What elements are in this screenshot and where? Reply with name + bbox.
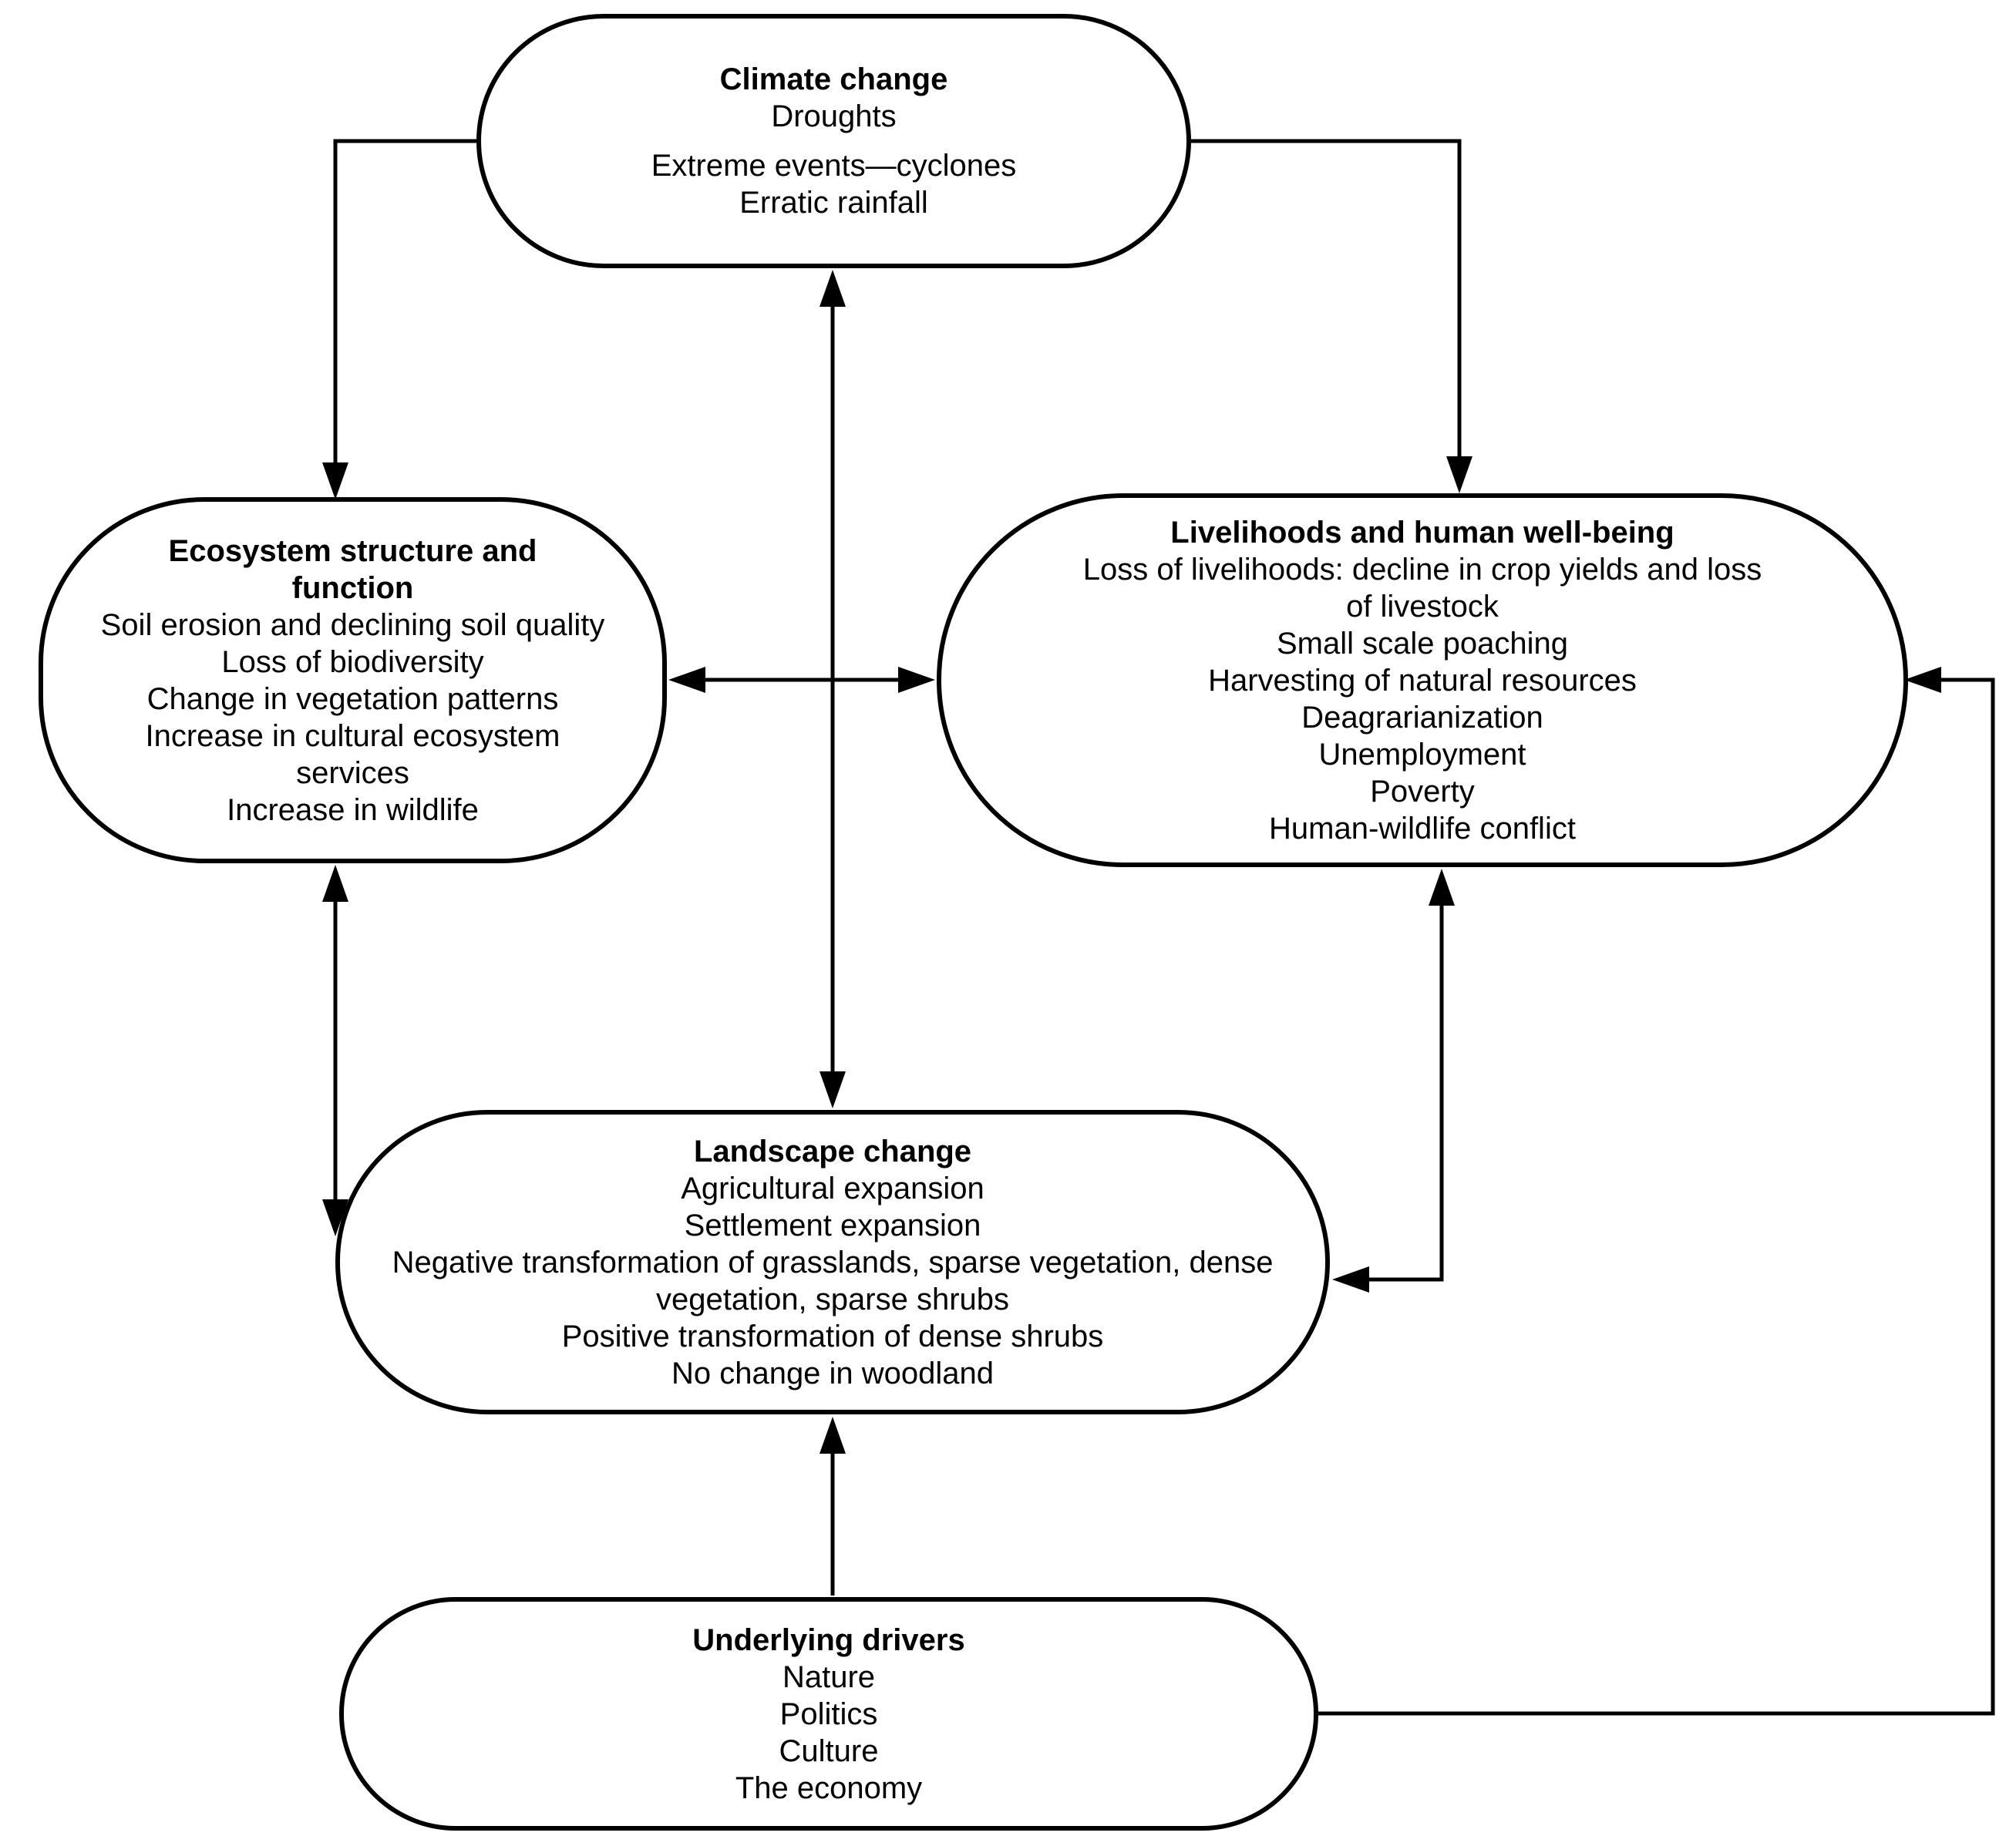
node-livelihoods-line: Small scale poaching [1277,626,1568,661]
arrowhead-up-icon [820,270,846,307]
node-livelihoods-line: Poverty [1370,774,1475,809]
node-livelihoods-title: Livelihoods and human well-being [1170,515,1674,550]
arrow-climate-to-ecosystem [322,139,476,499]
arrow-climate-landscape-bidirectional [820,270,846,1108]
node-landscape-line: Negative transformation of grasslands, s… [392,1245,1274,1316]
arrow-underlying-to-landscape [820,1417,846,1596]
node-landscape-change: Landscape change Agricultural expansion … [335,1110,1330,1414]
node-underlying-line: Politics [779,1696,878,1731]
arrowhead-down-icon [1446,456,1472,493]
node-underlying-line: The economy [735,1770,923,1805]
node-climate-change-line: Extreme events—cyclones [651,149,1017,183]
node-livelihoods-line: Loss of livelihoods: decline in crop yie… [1082,552,1762,624]
arrow-livelihoods-landscape-bidirectional [1332,869,1455,1293]
node-climate-change-title: Climate change [719,62,948,96]
node-underlying-title: Underlying drivers [692,1622,965,1657]
arrow-ecosystem-landscape-bidirectional [322,865,348,1236]
node-livelihoods-line: Unemployment [1318,737,1526,772]
arrowhead-up-icon [820,1417,846,1454]
node-ecosystem-structure-function: Ecosystem structure and function Soil er… [39,497,667,863]
node-underlying-drivers: Underlying drivers Nature Politics Cultu… [339,1597,1318,1831]
node-climate-change-line: Droughts [771,99,897,133]
node-ecosystem-line: Increase in cultural ecosystem services [145,718,560,790]
arrow-climate-to-ecosystem-line [333,139,476,464]
node-landscape-title: Landscape change [693,1134,972,1169]
node-livelihoods-line: Deagrarianization [1301,700,1543,735]
arrowhead-left-icon [1332,1266,1369,1293]
arrowhead-left-icon [668,667,705,693]
node-ecosystem-line: Loss of biodiversity [221,644,484,679]
node-landscape-line: Positive transformation of dense shrubs [561,1319,1104,1353]
arrowhead-down-icon [322,462,348,499]
arrow-ecosystem-livelihoods-bidirectional [668,667,935,693]
node-ecosystem-line: Soil erosion and declining soil quality [100,607,605,642]
arrowhead-up-icon [1429,869,1455,906]
arrowhead-down-icon [820,1071,846,1108]
node-climate-change-line: Erratic rainfall [739,186,928,220]
arrow-climate-to-livelihoods [1191,139,1472,493]
arrowhead-up-icon [322,865,348,902]
node-ecosystem-line: Change in vegetation patterns [146,681,559,716]
node-underlying-line: Nature [782,1659,876,1694]
node-livelihoods-line: Harvesting of natural resources [1208,663,1637,698]
node-landscape-line: Agricultural expansion [681,1171,984,1206]
arrowhead-left-icon [1904,667,1941,693]
node-landscape-line: Settlement expansion [684,1208,981,1242]
node-landscape-line: No change in woodland [671,1356,995,1390]
node-climate-change: Climate change Droughts Extreme events—c… [476,14,1191,268]
node-ecosystem-title: Ecosystem structure and function [168,533,537,605]
node-livelihoods-line: Human-wildlife conflict [1269,811,1576,846]
node-ecosystem-line: Increase in wildlife [227,792,479,827]
arrowhead-right-icon [898,667,935,693]
node-livelihoods-human-wellbeing: Livelihoods and human well-being Loss of… [937,493,1908,867]
node-underlying-line: Culture [779,1733,879,1768]
arrow-livelihoods-landscape-line [1368,903,1444,1282]
arrow-climate-to-livelihoods-line [1191,139,1462,458]
